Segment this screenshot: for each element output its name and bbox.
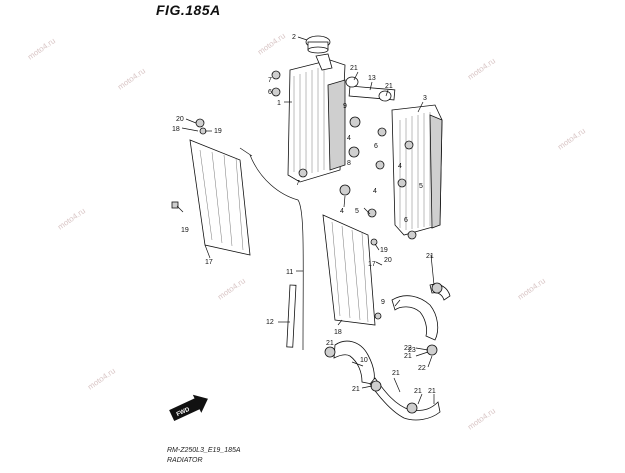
callout: 18 [172, 126, 180, 133]
callout: 4 [340, 208, 344, 215]
callout: 21 [404, 353, 412, 360]
fwd-arrow: FWD [169, 394, 208, 422]
overflow-tube [249, 154, 304, 351]
callout: 20 [176, 116, 184, 123]
figure-title: FIG.185A [156, 2, 221, 18]
callout: 6 [374, 143, 378, 150]
callout: 12 [266, 319, 274, 326]
callout: 21 [352, 386, 360, 393]
footer-name: RADIATOR [167, 457, 203, 464]
connecting-pipe [345, 76, 396, 102]
watermark-text: moto4.ru [256, 31, 287, 56]
callout: 21 [385, 83, 393, 90]
callout: 21 [426, 253, 434, 260]
callout: 5 [419, 183, 423, 190]
watermark-text: moto4.ru [556, 126, 587, 151]
watermark-text: moto4.ru [466, 406, 497, 431]
callout: 23 [408, 347, 416, 354]
callout: 4 [398, 163, 402, 170]
callout: 11 [286, 269, 293, 276]
right-shroud [322, 214, 376, 326]
callout: 6 [404, 217, 408, 224]
watermark-text: moto4.ru [56, 206, 87, 231]
callout: 9 [343, 103, 347, 110]
callout: 1 [277, 100, 281, 107]
radiator-cap [305, 35, 331, 54]
callout: 21 [414, 388, 422, 395]
left-shroud [189, 139, 251, 256]
leader-lines [176, 71, 435, 405]
callout: 19 [380, 247, 388, 254]
footer-code: RM-Z250L3_E19_185A [167, 447, 241, 454]
fasteners [171, 70, 443, 414]
callout: 21 [350, 65, 358, 72]
callout: 20 [384, 257, 392, 264]
callout: 17 [205, 259, 213, 266]
watermark-text: moto4.ru [26, 36, 57, 61]
watermark-text: moto4.ru [516, 276, 547, 301]
fwd-label: FWD [176, 407, 192, 418]
callout: 21 [392, 370, 400, 377]
callout: 6 [268, 89, 272, 96]
left-radiator [287, 53, 346, 183]
callout: 5 [355, 208, 359, 215]
callout: 9 [381, 299, 385, 306]
callout: 7 [296, 180, 300, 187]
callout: 17 [368, 261, 376, 268]
callout: 4 [373, 188, 377, 195]
callout: 19 [181, 227, 189, 234]
callout-labels: 2 1 3 21 13 21 7 6 9 4 8 4 5 6 4 4 6 5 7… [172, 34, 436, 395]
callout: 22 [404, 345, 412, 352]
callout: 21 [428, 388, 436, 395]
callout: 21 [326, 340, 334, 347]
callout: 4 [347, 135, 351, 142]
callout: 22 [418, 365, 426, 372]
callout: 10 [360, 357, 368, 364]
callout: 13 [368, 75, 376, 82]
callout: 18 [334, 329, 342, 336]
watermark-text: moto4.ru [86, 366, 117, 391]
callout: 2 [292, 34, 296, 41]
watermark-text: moto4.ru [216, 276, 247, 301]
callout: 3 [423, 95, 427, 102]
callout: 19 [214, 128, 222, 135]
callout: 7 [268, 77, 272, 84]
watermark-text: moto4.ru [116, 66, 147, 91]
right-radiator [391, 104, 443, 236]
callout: 8 [347, 160, 351, 167]
tie-strap [286, 284, 297, 348]
watermark-text: moto4.ru [466, 56, 497, 81]
